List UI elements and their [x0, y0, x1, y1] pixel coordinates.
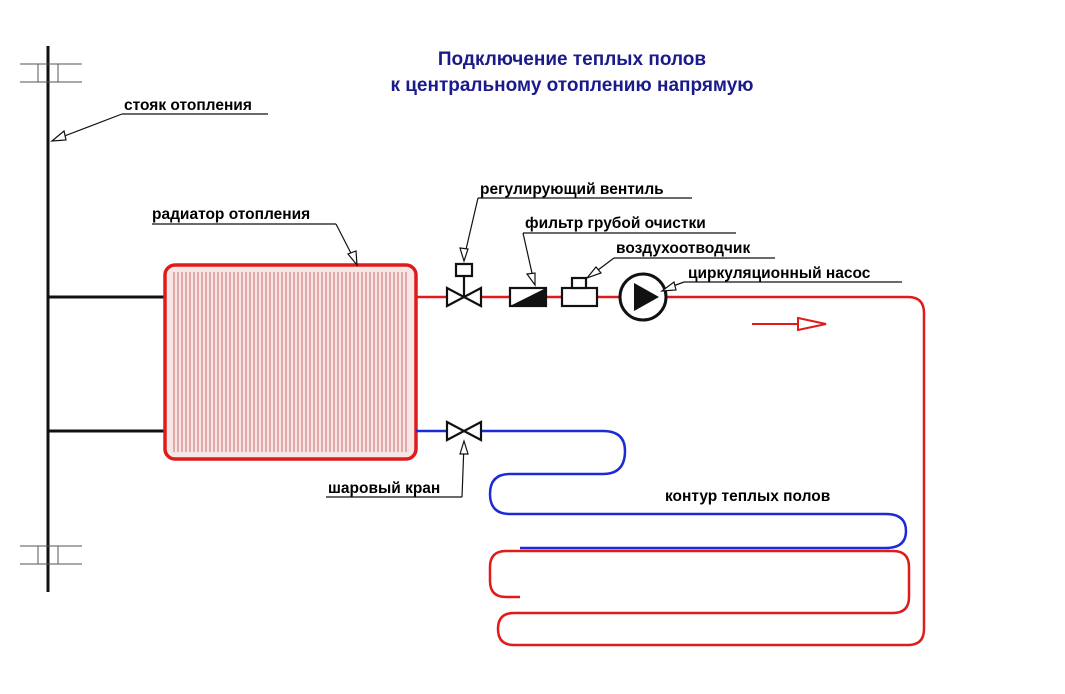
- ball-valve-callout: шаровый кран: [326, 438, 469, 498]
- ball-valve-label: шаровый кран: [328, 480, 440, 497]
- control-valve-label: регулирующий вентиль: [480, 181, 664, 198]
- coarse-filter-label: фильтр грубой очистки: [525, 215, 706, 232]
- pump-label: циркуляционный насос: [688, 265, 871, 282]
- supply-pipe: [416, 295, 926, 647]
- riser-label: стояк отопления: [124, 97, 252, 114]
- floor-loop-red-bend: [488, 549, 507, 599]
- control-valve-callout: регулирующий вентиль: [459, 181, 692, 263]
- radiator: [163, 263, 418, 461]
- flow-direction-arrow: [752, 316, 827, 332]
- control-valve-icon: [445, 262, 483, 308]
- radiator-callout: радиатор отопления: [152, 206, 358, 267]
- ball-valve-icon: [445, 420, 483, 442]
- heating-riser: [20, 46, 82, 592]
- air-vent-icon: [560, 276, 599, 308]
- floor-circuit-label: контур теплых полов: [665, 488, 830, 505]
- diagram-title-line-1: Подключение теплых полов: [438, 49, 706, 70]
- pump-callout: циркуляционный насос: [660, 265, 902, 292]
- radiator-label: радиатор отопления: [152, 206, 310, 223]
- diagram-title-line-2: к центральному отоплению напрямую: [390, 75, 753, 96]
- return-pipe: [416, 429, 908, 550]
- coarse-filter-callout: фильтр грубой очистки: [522, 215, 736, 287]
- riser-callout: стояк отопления: [50, 97, 268, 142]
- air-vent-callout: воздухоотводчик: [585, 240, 775, 280]
- air-vent-label: воздухоотводчик: [616, 240, 750, 257]
- circulation-pump-icon: [618, 272, 668, 322]
- coarse-filter-icon: [508, 286, 548, 308]
